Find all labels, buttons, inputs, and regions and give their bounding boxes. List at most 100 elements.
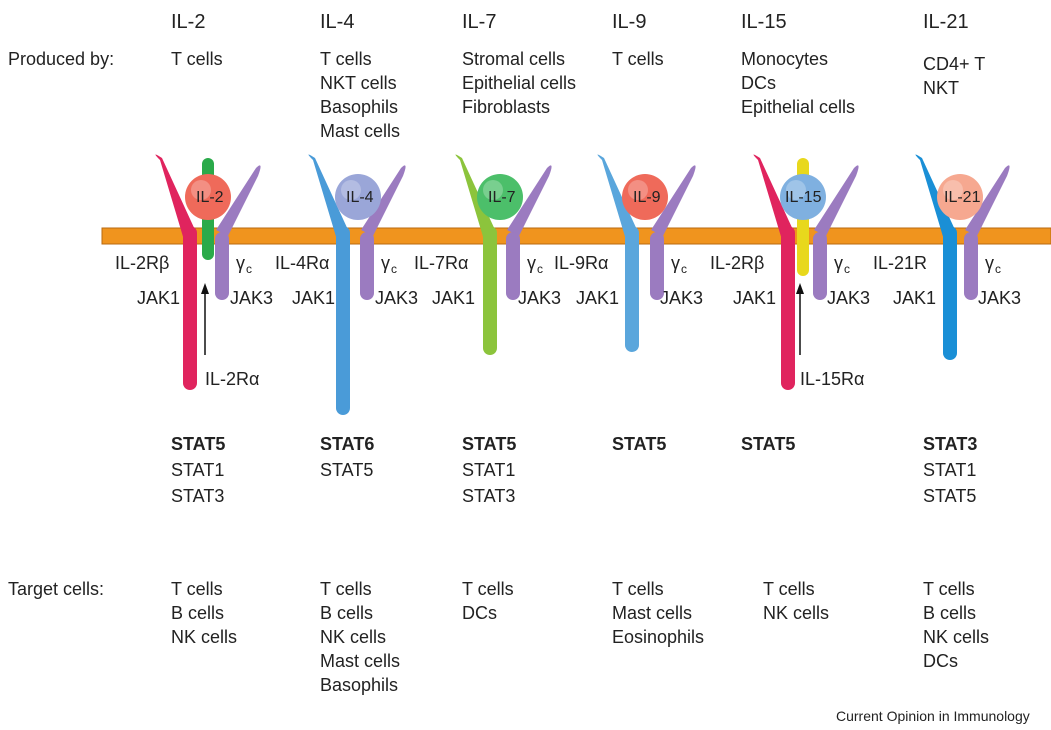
cytokine-name: IL-21 [923,11,969,33]
gamma-c-arm [507,165,552,236]
gamma-c-arm [361,165,406,236]
gamma-c-chain [813,232,827,300]
cytokine-ligand [335,174,381,220]
jak-label: JAK1 [432,288,476,308]
stat-label: STAT5 [612,434,667,454]
ligand-label: IL-21 [944,189,981,206]
receptor-chain-arm [155,154,196,240]
producer-cell: Stromal cells [462,49,566,69]
receptor-chain-arm [455,154,496,240]
ligand-label: IL-7 [488,189,516,206]
cytokine-name: IL-7 [462,11,497,33]
cytokine-ligand [477,174,523,220]
target-cell: Mast cells [320,651,401,671]
alpha-chain-label: IL-15Rα [800,369,865,389]
target-cell: T cells [612,579,664,599]
target-cell: NK cells [320,627,387,647]
target-cell: Eosinophils [612,627,705,647]
receptor-chain [483,226,497,355]
producer-cell: NKT [923,78,959,98]
producer-cell: NKT cells [320,73,397,93]
gamma-c-chain [506,232,520,300]
stat-label: STAT1 [171,460,225,480]
producer-cell: Epithelial cells [741,97,856,117]
target-cell: Mast cells [612,603,693,623]
target-cell: DCs [923,651,958,671]
gamma-subscript: c [995,262,1001,276]
stat-label: STAT3 [923,434,978,454]
stat-label: STAT5 [923,486,977,506]
producer-cell: T cells [171,49,223,69]
cytokine-ligand [622,174,668,220]
receptor-chain [625,226,639,352]
ligand-highlight [628,180,648,200]
gamma-subscript: c [391,262,397,276]
receptor-chain-label: IL-21R [873,253,928,273]
stat-label: STAT5 [741,434,796,454]
arrow-head [201,283,209,294]
producer-cell: Monocytes [741,49,829,69]
jak-label: JAK3 [978,288,1022,308]
gamma-c-chain [650,232,664,300]
producer-cell: CD4+ T [923,54,986,74]
gamma-subscript: c [246,262,252,276]
producer-cell: Fibroblasts [462,97,551,117]
receptor-chain [183,226,197,390]
cytokine-name: IL-15 [741,11,787,33]
alpha-chain-label: IL-2Rα [205,369,260,389]
stat-label: STAT3 [171,486,225,506]
gamma-c-arm [814,165,859,236]
jak-label: JAK1 [137,288,181,308]
stat-label: STAT1 [923,460,977,480]
cytokine-ligand [937,174,983,220]
target-cells-label: Target cells: [8,579,105,599]
stat-label: STAT1 [462,460,516,480]
stat-label: STAT6 [320,434,375,454]
receptor-chain-label: IL-9Rα [554,253,609,273]
ligand-label: IL-15 [785,189,822,206]
gamma-subscript: c [681,262,687,276]
receptor-chain [781,226,795,390]
ligand-highlight [483,180,503,200]
producer-cell: T cells [320,49,372,69]
cytokine-name: IL-4 [320,11,355,33]
gamma-c-chain [360,232,374,300]
target-cell: T cells [462,579,514,599]
cytokine-name: IL-9 [612,11,647,33]
gamma-c-arm [965,165,1010,236]
producer-cell: Basophils [320,97,399,117]
producer-cell: Epithelial cells [462,73,577,93]
ligand-highlight [943,180,963,200]
cytokine-ligand [780,174,826,220]
target-cell: NK cells [171,627,238,647]
stat-label: STAT5 [171,434,226,454]
jak-label: JAK3 [375,288,419,308]
stat-label: STAT5 [320,460,374,480]
jak-label: JAK3 [827,288,871,308]
producer-cell: Mast cells [320,121,401,141]
target-cell: DCs [462,603,497,623]
ligand-label: IL-9 [633,189,661,206]
target-cell: T cells [171,579,223,599]
target-cell: B cells [171,603,225,623]
target-cell: NK cells [763,603,830,623]
produced-by-label: Produced by: [8,49,115,69]
cytokine-ligand [185,174,231,220]
ligand-highlight [786,180,806,200]
gamma-c-chain [215,232,229,300]
receptor-chain-arm [915,154,956,240]
target-cell: T cells [763,579,815,599]
jak-label: JAK3 [660,288,704,308]
target-cell: B cells [923,603,977,623]
arrow-head [796,283,804,294]
gamma-c-arm [651,165,696,236]
ligand-highlight [341,180,361,200]
gamma-c-arm [216,165,261,236]
credit: Current Opinion in Immunology [836,708,1030,724]
target-cell: T cells [923,579,975,599]
